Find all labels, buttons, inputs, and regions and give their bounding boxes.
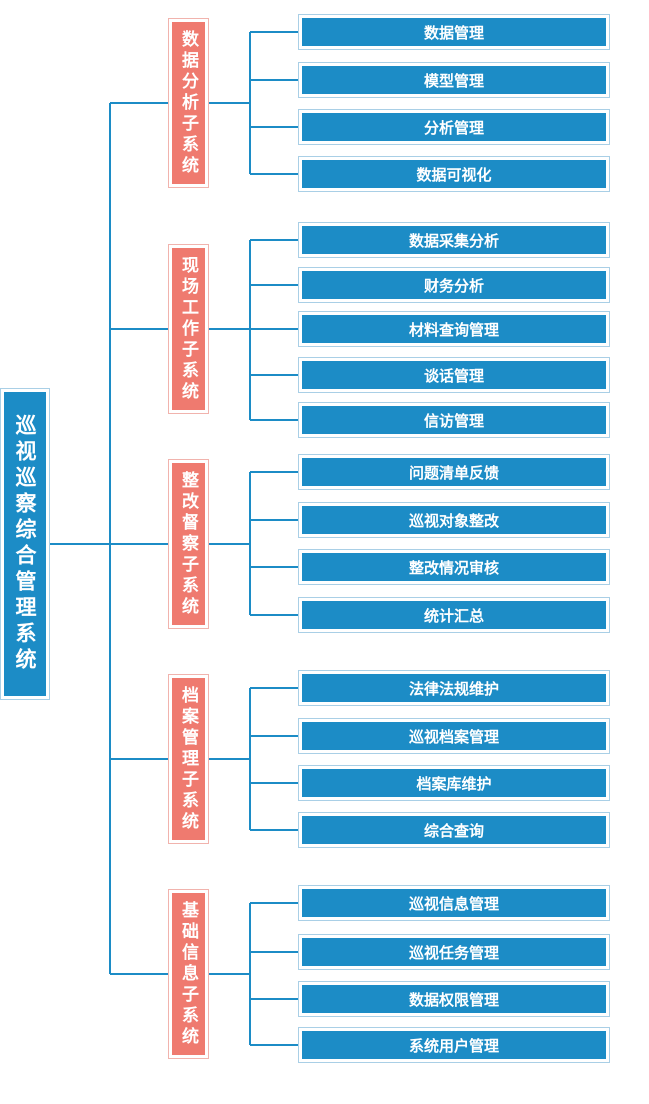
root-node: 巡视巡察综合管理系统 [0,388,50,700]
leaf-label: 统计汇总 [302,601,606,629]
subsystem-label: 数据分析子系统 [178,29,198,177]
leaf-label: 数据权限管理 [302,985,606,1013]
leaf-label: 档案库维护 [302,769,606,797]
leaf-label: 问题清单反馈 [302,458,606,486]
leaf-label: 分析管理 [302,113,606,141]
leaf-label: 数据采集分析 [302,226,606,254]
leaf-label: 数据可视化 [302,160,606,188]
leaf-node: 巡视任务管理 [298,934,610,970]
leaf-node: 问题清单反馈 [298,454,610,490]
leaf-label: 巡视档案管理 [302,722,606,750]
leaf-label: 数据管理 [302,18,606,46]
leaf-node: 系统用户管理 [298,1027,610,1063]
subsystem-label: 现场工作子系统 [178,255,198,403]
subsystem-node-basic-info: 基础信息子系统 [168,889,209,1059]
leaf-node: 巡视对象整改 [298,502,610,538]
leaf-node: 模型管理 [298,62,610,98]
leaf-node: 数据采集分析 [298,222,610,258]
subsystem-label: 整改督察子系统 [178,470,198,618]
leaf-node: 巡视信息管理 [298,885,610,921]
leaf-node: 综合查询 [298,812,610,848]
leaf-node: 法律法规维护 [298,670,610,706]
leaf-node: 数据可视化 [298,156,610,192]
leaf-node: 分析管理 [298,109,610,145]
leaf-node: 财务分析 [298,267,610,303]
leaf-label: 巡视任务管理 [302,938,606,966]
root-node-label: 巡视巡察综合管理系统 [13,414,37,674]
leaf-node: 信访管理 [298,402,610,438]
leaf-label: 信访管理 [302,406,606,434]
leaf-node: 数据权限管理 [298,981,610,1017]
subsystem-node-rectification: 整改督察子系统 [168,459,209,629]
leaf-node: 巡视档案管理 [298,718,610,754]
leaf-node: 谈话管理 [298,357,610,393]
leaf-node: 档案库维护 [298,765,610,801]
subsystem-label: 基础信息子系统 [178,900,198,1048]
leaf-label: 巡视信息管理 [302,889,606,917]
leaf-node: 数据管理 [298,14,610,50]
subsystem-node-data-analysis: 数据分析子系统 [168,18,209,188]
leaf-label: 财务分析 [302,271,606,299]
leaf-label: 综合查询 [302,816,606,844]
leaf-node: 整改情况审核 [298,549,610,585]
subsystem-node-archives: 档案管理子系统 [168,674,209,844]
leaf-node: 统计汇总 [298,597,610,633]
subsystem-label: 档案管理子系统 [178,685,198,833]
leaf-label: 材料查询管理 [302,315,606,343]
leaf-label: 法律法规维护 [302,674,606,702]
leaf-node: 材料查询管理 [298,311,610,347]
leaf-label: 巡视对象整改 [302,506,606,534]
leaf-label: 模型管理 [302,66,606,94]
leaf-label: 系统用户管理 [302,1031,606,1059]
leaf-label: 整改情况审核 [302,553,606,581]
leaf-label: 谈话管理 [302,361,606,389]
subsystem-node-field-work: 现场工作子系统 [168,244,209,414]
